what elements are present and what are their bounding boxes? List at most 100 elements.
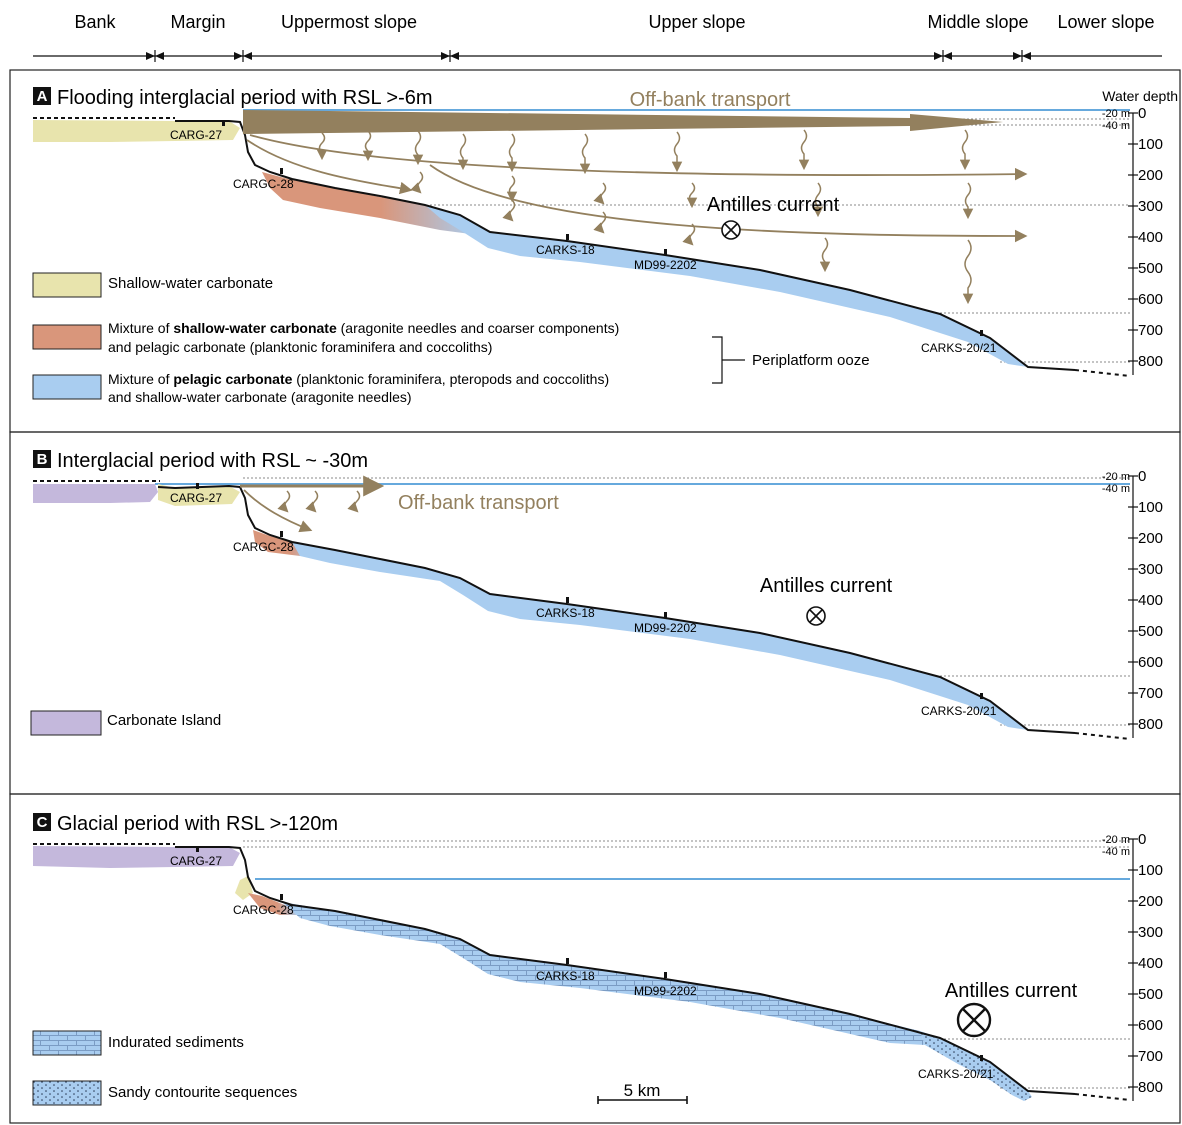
- depth-tick-label: 100: [1138, 136, 1163, 153]
- sea-level-ref-label: -20 m: [1102, 108, 1130, 120]
- core-label-carks2021-b: CARKS-20/21: [921, 704, 997, 718]
- panel-a-letter: A: [37, 88, 48, 105]
- current-into-page-symbol-a: [721, 220, 741, 240]
- legend-label-pelagic-line2: and shallow-water carbonate (aragonite n…: [108, 389, 412, 405]
- panel-b-title: Interglacial period with RSL ~ -30m: [57, 450, 368, 472]
- legend-swatch-pelagic: [32, 374, 102, 400]
- core-label-carg27-b: CARG-27: [170, 491, 222, 505]
- shallow-carbonate-deposit-a: [33, 120, 240, 142]
- panel-c-frame: [9, 793, 1181, 1124]
- depth-tick-label: 200: [1138, 893, 1163, 910]
- sea-level-ref-label: -20 m: [1102, 834, 1130, 846]
- core-label-md99-b: MD99-2202: [634, 621, 697, 635]
- depth-tick-label: 300: [1138, 198, 1163, 215]
- panel-b: B Interglacial period with RSL ~ -30m Of…: [30, 450, 1131, 740]
- seafloor-extension-a: [1074, 369, 1131, 377]
- antilles-current-label-b: Antilles current: [760, 575, 893, 597]
- shallow-carbonate-deposit-b: [158, 484, 240, 506]
- sandy-contourite-c: [920, 1031, 1032, 1101]
- panel-c-title: Glacial period with RSL >-120m: [57, 813, 338, 835]
- depth-tick-label: 800: [1138, 716, 1163, 733]
- depth-tick-label: 800: [1138, 353, 1163, 370]
- core-label-md99-a: MD99-2202: [634, 258, 697, 272]
- depth-tick-label: 400: [1138, 955, 1163, 972]
- particle-settling-arrows-a: [316, 129, 974, 305]
- core-label-carks2021-c: CARKS-20/21: [918, 1067, 994, 1081]
- legend-swatch-island: [30, 710, 102, 736]
- shallow-pelagic-mixture-a: [262, 172, 478, 235]
- core-label-carg27-a: CARG-27: [170, 128, 222, 142]
- zone-label-margin: Margin: [170, 12, 225, 32]
- zone-label-upper-slope: Upper slope: [648, 12, 745, 32]
- legend-label-periplatform: Periplatform ooze: [752, 352, 870, 369]
- off-bank-slope-arrow-b: [243, 489, 313, 533]
- depth-tick-label: 200: [1138, 530, 1163, 547]
- sea-level-ref-label: -20 m: [1102, 471, 1130, 483]
- depth-tick-label: 300: [1138, 561, 1163, 578]
- particle-settling-arrows-b: [277, 490, 361, 513]
- off-bank-transport-label-a: Off-bank transport: [630, 89, 791, 111]
- seafloor-profile-c: [175, 846, 1076, 1095]
- panel-a-title: Flooding interglacial period with RSL >-…: [57, 87, 433, 109]
- legend-label-island: Carbonate Island: [107, 712, 221, 729]
- off-bank-transport-arrow-a: [243, 110, 1003, 134]
- seafloor-extension-c: [1074, 1093, 1131, 1101]
- core-markers-c: [196, 846, 983, 1061]
- antilles-current-label-c: Antilles current: [945, 980, 1078, 1002]
- current-flow-lines-a: [246, 134, 1028, 243]
- seafloor-profile-a: [175, 120, 1076, 371]
- depth-tick-label: 100: [1138, 499, 1163, 516]
- depth-tick-label: 600: [1138, 1017, 1163, 1034]
- off-bank-transport-label-b: Off-bank transport: [398, 492, 559, 514]
- core-label-md99-c: MD99-2202: [634, 984, 697, 998]
- sea-level-ref-label: -40 m: [1102, 846, 1130, 858]
- sea-level-ref-label: -40 m: [1102, 483, 1130, 495]
- scale-bar-label: 5 km: [624, 1081, 661, 1100]
- carbonate-island-c: [33, 846, 240, 868]
- scale-bar: 5 km: [597, 1081, 688, 1104]
- panel-a: A Flooding interglacial period with RSL …: [32, 87, 1131, 405]
- legend-swatch-indurated: [32, 1030, 102, 1056]
- pelagic-mixture-a: [425, 205, 1028, 367]
- depth-tick-label: 500: [1138, 260, 1163, 277]
- zone-boundary-arrows: [146, 52, 1031, 60]
- panel-a-badge: [33, 87, 51, 105]
- core-label-cargc28-c: CARGC-28: [233, 903, 294, 917]
- legend-label-mix-shallow-line2: and pelagic carbonate (planktonic forami…: [108, 339, 492, 355]
- core-label-carg27-c: CARG-27: [170, 854, 222, 868]
- core-label-cargc28-a: CARGC-28: [233, 177, 294, 191]
- depth-tick-label: 400: [1138, 229, 1163, 246]
- core-label-carks18-b: CARKS-18: [536, 606, 595, 620]
- carbonate-island-b: [33, 484, 158, 503]
- zone-header: Bank Margin Uppermost slope Upper slope …: [33, 12, 1162, 62]
- legend-swatch-mix-shallow: [32, 324, 102, 350]
- core-label-carks2021-a: CARKS-20/21: [921, 341, 997, 355]
- core-markers-a: [222, 120, 983, 336]
- current-into-page-symbol-b: [806, 606, 826, 626]
- periplatform-bracket: [712, 336, 745, 384]
- water-depth-axis-title: Water depth: [1102, 88, 1178, 104]
- core-label-carks18-a: CARKS-18: [536, 243, 595, 257]
- legend-label-pelagic-line1: Mixture of pelagic carbonate (planktonic…: [108, 371, 609, 387]
- depth-tick-label: 800: [1138, 1079, 1163, 1096]
- seafloor-extension-b: [1074, 732, 1131, 740]
- shallow-pelagic-mixture-c: [248, 893, 300, 915]
- zone-label-uppermost-slope: Uppermost slope: [281, 12, 417, 32]
- legend-label-sandy: Sandy contourite sequences: [108, 1084, 297, 1101]
- zone-label-middle-slope: Middle slope: [927, 12, 1028, 32]
- zone-boundary-line: [33, 50, 1162, 62]
- indurated-sediments-c: [282, 902, 925, 1045]
- legend-a: Shallow-water carbonate Mixture of shall…: [32, 272, 870, 405]
- depth-tick-label: 600: [1138, 654, 1163, 671]
- seafloor-profile-b: [157, 484, 1076, 734]
- depth-tick-label: 300: [1138, 924, 1163, 941]
- panel-c-letter: C: [37, 814, 48, 831]
- sea-level-ref-label: -40 m: [1102, 120, 1130, 132]
- legend-swatch-shallow: [32, 272, 102, 298]
- depth-tick-label: 100: [1138, 862, 1163, 879]
- panel-b-badge: [33, 450, 51, 468]
- depth-tick-label: 0: [1138, 831, 1146, 848]
